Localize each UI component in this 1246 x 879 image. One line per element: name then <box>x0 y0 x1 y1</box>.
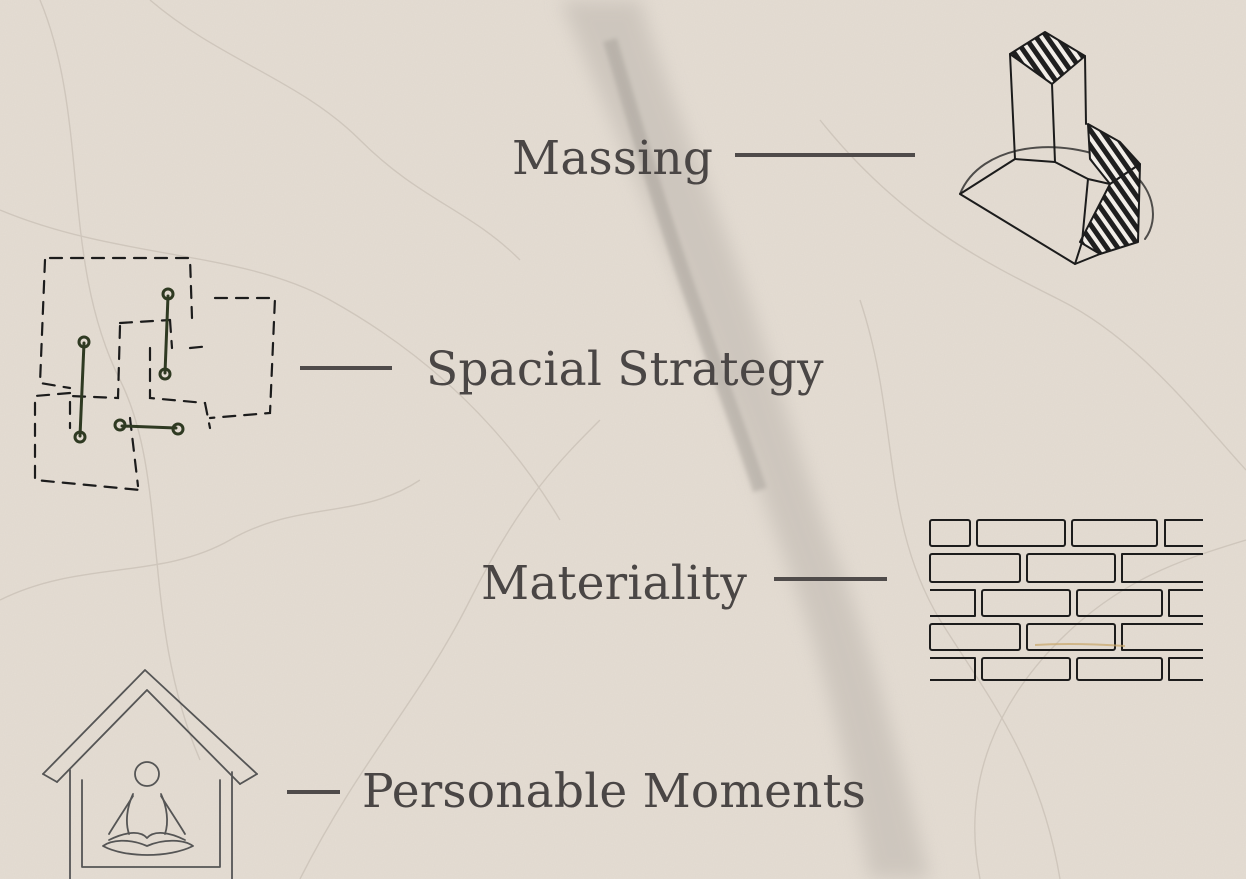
label-personable-moments: Personable Moments <box>362 764 867 819</box>
connector-line-personable-moments <box>287 790 340 794</box>
meditation-house-sketch-icon <box>35 662 265 879</box>
label-materiality: Materiality <box>481 556 748 611</box>
connector-line-massing <box>735 153 915 157</box>
connector-line-spacial-strategy <box>300 366 392 370</box>
spatial-strategy-sketch-icon <box>30 248 290 498</box>
connector-line-materiality <box>774 577 887 581</box>
label-massing: Massing <box>512 131 714 186</box>
label-spacial-strategy: Spacial Strategy <box>426 342 824 397</box>
brick-wall-sketch-icon <box>925 512 1205 687</box>
massing-sketch-icon <box>940 14 1170 279</box>
